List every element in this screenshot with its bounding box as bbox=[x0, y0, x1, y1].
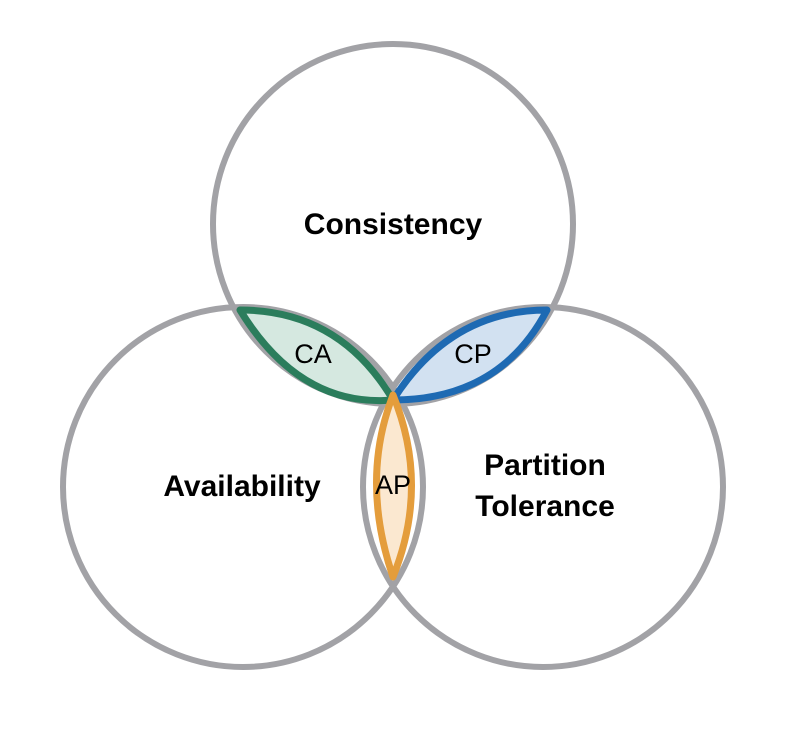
cp-label: CP bbox=[454, 339, 492, 369]
ap-intersection bbox=[373, 391, 415, 581]
availability-label: Availability bbox=[163, 470, 321, 503]
consistency-label: Consistency bbox=[304, 208, 483, 241]
tolerance-label: Tolerance bbox=[475, 490, 615, 523]
ca-label: CA bbox=[294, 339, 332, 369]
partition-label: Partition bbox=[484, 449, 606, 482]
ap-label: AP bbox=[375, 470, 411, 500]
